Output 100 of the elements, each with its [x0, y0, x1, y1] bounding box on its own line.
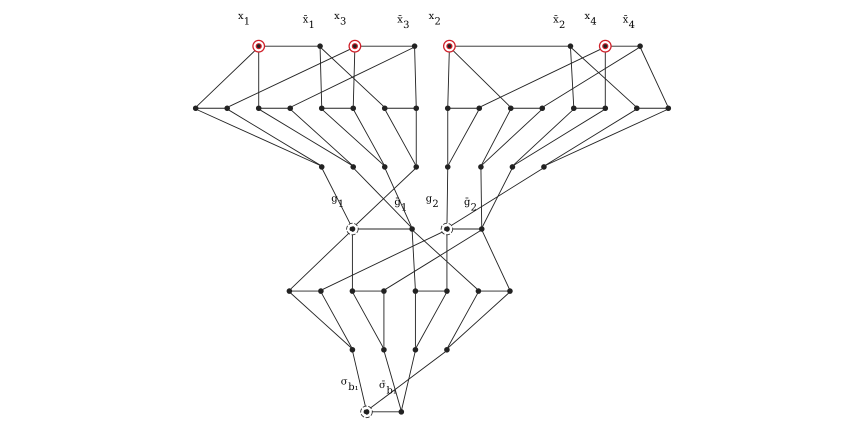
- connector: [290, 290, 318, 292]
- connector: [446, 234, 447, 289]
- connector: [382, 293, 384, 348]
- connector: [386, 108, 414, 109]
- connector: [258, 52, 259, 106]
- connector: [323, 108, 351, 109]
- connector: [228, 49, 350, 107]
- node-circle: [224, 105, 230, 112]
- connector: [351, 234, 352, 289]
- connector: [320, 293, 352, 348]
- node-circle: [192, 105, 198, 112]
- connector: [290, 110, 352, 166]
- node-circle: [538, 105, 545, 112]
- connector: [544, 110, 636, 166]
- connector: [454, 46, 568, 47]
- connector: [357, 228, 410, 230]
- node-circle: [602, 105, 608, 112]
- connector: [449, 108, 477, 109]
- node-circle: [286, 105, 293, 112]
- node-circle: [444, 346, 450, 353]
- node-circle: [349, 346, 355, 353]
- connector: [513, 110, 604, 166]
- node-circle: [444, 164, 450, 170]
- node-circle: [412, 164, 419, 170]
- connector: [400, 352, 415, 410]
- node-circle: [540, 164, 546, 170]
- node-circle: [444, 288, 450, 294]
- node-circle: [478, 164, 484, 170]
- connector: [415, 293, 446, 348]
- node-circle: [350, 164, 356, 170]
- node-circle: [444, 105, 450, 112]
- connector: [452, 50, 510, 106]
- connector: [447, 292, 509, 348]
- node-circle: [398, 409, 404, 415]
- connector: [480, 169, 482, 227]
- node-circle: [475, 288, 481, 294]
- connector: [482, 168, 512, 227]
- connector: [322, 232, 442, 290]
- connector: [480, 110, 510, 166]
- connector: [512, 108, 540, 109]
- node-circle: [633, 105, 640, 112]
- connector: [290, 292, 352, 348]
- node-circle: [360, 406, 372, 418]
- node-circle: [598, 40, 612, 53]
- node-circle: [478, 226, 484, 232]
- connector: [446, 293, 478, 348]
- connector: [196, 109, 320, 166]
- node-circle: [346, 222, 358, 236]
- node-circle: [509, 164, 515, 170]
- node-circle: [442, 40, 456, 53]
- connector: [446, 52, 450, 106]
- node-circle: [636, 43, 642, 49]
- connector: [322, 168, 350, 224]
- node-circle: [567, 43, 573, 49]
- connector: [415, 110, 416, 165]
- node-circle: [570, 105, 576, 112]
- connector: [446, 110, 448, 165]
- node-circle: [411, 43, 417, 49]
- connector: [354, 290, 382, 292]
- connector: [264, 46, 318, 47]
- connector: [543, 48, 638, 107]
- connector: [352, 352, 366, 407]
- connector: [414, 48, 416, 106]
- node-circle: [412, 288, 418, 294]
- node-circle: [380, 346, 386, 353]
- node-circle: [380, 288, 386, 294]
- connector: [259, 110, 352, 166]
- connector: [638, 108, 666, 109]
- node-circle: [286, 288, 292, 294]
- connector: [228, 110, 320, 166]
- node-circle: [381, 164, 388, 170]
- connector: [570, 48, 636, 107]
- connector: [482, 230, 510, 290]
- node-circle: [476, 105, 482, 112]
- connector: [352, 293, 384, 348]
- connector: [320, 48, 384, 107]
- connector: [196, 50, 255, 106]
- connector: [570, 48, 574, 106]
- connector: [446, 169, 448, 224]
- connector: [352, 52, 355, 106]
- connector: [383, 352, 401, 410]
- connector: [260, 108, 288, 109]
- node-circle: [318, 164, 324, 170]
- connector: [416, 290, 444, 292]
- connector: [640, 48, 668, 106]
- connector: [290, 232, 349, 290]
- connector: [544, 109, 666, 166]
- connector: [452, 228, 480, 230]
- node-circle: [252, 40, 265, 53]
- connector: [360, 46, 412, 47]
- connector: [370, 351, 446, 408]
- node-circle: [318, 105, 324, 112]
- connector: [604, 52, 606, 106]
- connector: [610, 46, 638, 47]
- node-circle: [506, 288, 512, 294]
- node-circle: [665, 105, 671, 112]
- node-circle: [507, 105, 514, 112]
- connector: [481, 110, 541, 166]
- connector: [414, 293, 416, 348]
- connector: [480, 49, 600, 107]
